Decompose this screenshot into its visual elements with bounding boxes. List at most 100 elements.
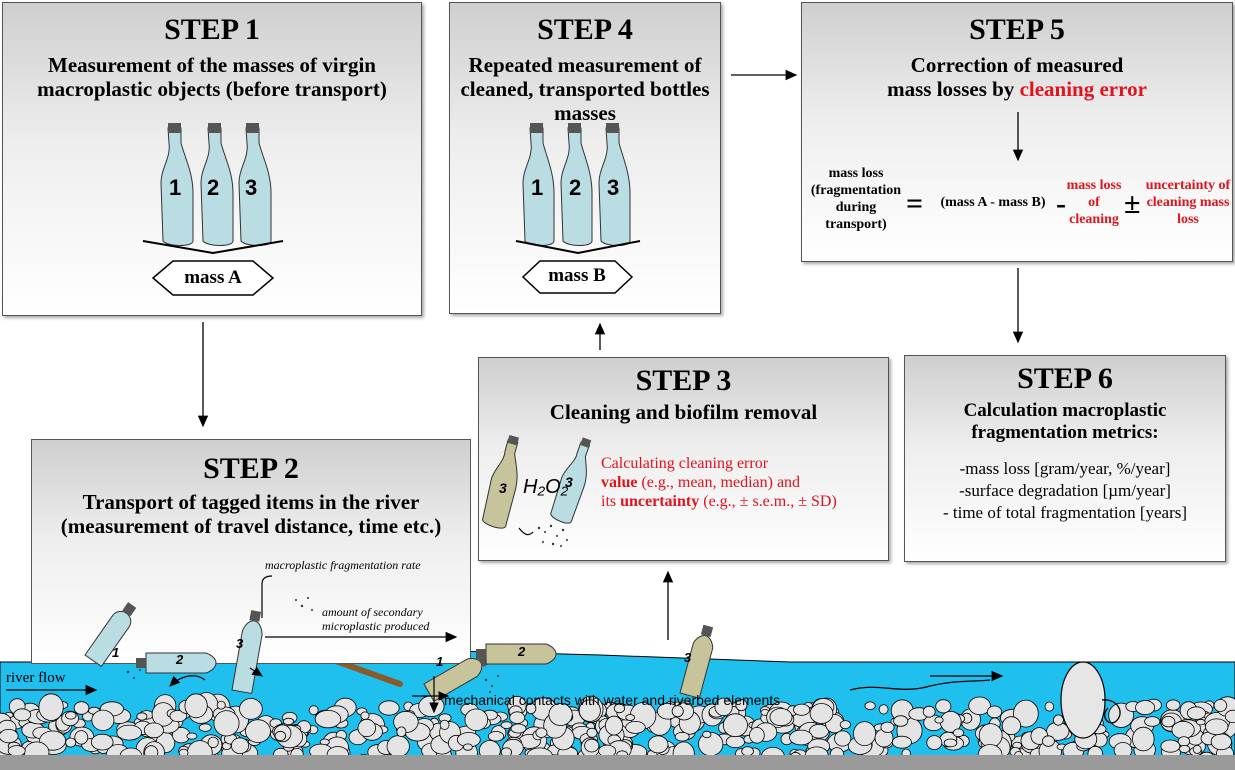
step5-title: STEP 5 (969, 13, 1065, 46)
step1-box: STEP 1 Measurement of the masses of virg… (2, 2, 422, 316)
step4-box: STEP 4 Repeated measurement of cleaned, … (449, 2, 721, 314)
riverbed-pebble (1044, 701, 1055, 712)
step1-title: STEP 1 (164, 13, 260, 46)
step4-bottles (515, 123, 641, 294)
bottle-number-1: 1 (169, 175, 182, 200)
riverbed-rocks (0, 692, 1235, 767)
step2-subtitle: Transport of tagged items in the river (… (32, 490, 470, 538)
riverbed-pebble (186, 732, 198, 740)
step4-subtitle: Repeated measurement of cleaned, transpo… (460, 53, 710, 125)
riverbed-pebble (613, 703, 626, 714)
riverbed-pebble (834, 730, 852, 747)
riverbed-pebble (184, 693, 208, 719)
riverbed-pebble (702, 730, 712, 739)
riverbed-pebble (207, 736, 219, 749)
riverbed-pebble (735, 699, 748, 712)
riverbed-pebble (378, 700, 400, 716)
riverbed-pebble (245, 719, 271, 743)
riverbed-pebble (213, 710, 240, 737)
river-bottle-icon (84, 602, 137, 668)
step3-value-bold: value (601, 474, 638, 491)
riverbed-pebble (674, 731, 690, 742)
riverbed-pebble (239, 698, 263, 720)
riverbed-pebble (647, 735, 669, 754)
riverbed-pebble (357, 718, 377, 738)
formula-uncertainty: uncertainty of cleaning mass loss (1145, 178, 1231, 227)
bottle-icon (160, 123, 194, 246)
riverbed-pebble (308, 705, 319, 716)
riverbed-ground (0, 755, 1235, 770)
riverbed-pebble (926, 735, 943, 750)
riverbed-pebble (548, 703, 573, 727)
metric-time-fragmentation: - time of total fragmentation [years] (942, 503, 1188, 522)
step2-title: STEP 2 (203, 452, 299, 485)
riverbed-pebble (878, 704, 889, 715)
riverbed-pebble (671, 705, 684, 718)
step3-uncertainty-bold: uncertainty (620, 493, 700, 510)
riverbed-pebble (893, 715, 909, 727)
step6-box: STEP 6 Calculation macroplastic fragment… (904, 355, 1226, 562)
river-bottle-number: 1 (112, 645, 120, 660)
riverbed-pebble (462, 743, 473, 751)
formula-minus: - (1056, 187, 1066, 220)
scale-base (521, 260, 634, 294)
step5-box: STEP 5 Correction of measured mass losse… (801, 2, 1233, 262)
bottle-number-3: 3 (245, 175, 258, 200)
riverbed-pebble (230, 737, 249, 754)
step2-box: STEP 2 Transport of tagged items in the … (31, 439, 471, 664)
scale-base (151, 260, 275, 296)
riverbed-pebble (952, 728, 965, 738)
riverbed-pebble (1132, 726, 1155, 752)
step3-text: Calculating cleaning error value (e.g., … (601, 454, 887, 511)
riverbed-pebble (91, 709, 115, 731)
step6-title: STEP 6 (1017, 362, 1113, 395)
riverbed-pebble (935, 699, 952, 714)
riverbed-pebble (1213, 699, 1228, 712)
riverbed-pebble (625, 714, 635, 721)
step5-subtitle: Correction of measured mass losses by cl… (802, 53, 1232, 101)
step5-subtitle-line1: Correction of measured (910, 53, 1124, 77)
riverbed-pebble (525, 702, 537, 715)
step6-metrics: -mass loss [gram/year, %/year] -surface … (915, 458, 1215, 524)
riverbed-pebble (880, 721, 895, 733)
step3-bottle-number: 3 (565, 474, 573, 490)
river-bottle-number: 1 (436, 654, 444, 669)
riverbed-pebble (1186, 706, 1206, 720)
riverbed-pebble (578, 699, 601, 722)
biofilm-bottle-icon (481, 435, 520, 529)
step3-box: STEP 3 Cleaning and biofilm removal 3 3 … (478, 357, 889, 561)
riverbed-pebble (116, 724, 142, 741)
riverbed-pebble (934, 716, 944, 724)
riverbed-pebble (769, 708, 793, 727)
riverbed-pebble (464, 708, 489, 732)
microplastic-particles (126, 597, 499, 693)
riverbed-pebble (922, 705, 936, 718)
step2-subtitle-line2: (measurement of travel distance, time et… (60, 514, 442, 538)
mass-b-label: mass B (548, 265, 606, 286)
riverbed-pebble (1224, 709, 1235, 723)
riverbed-pebble (864, 701, 876, 711)
bottle-number-2: 2 (569, 175, 582, 200)
step3-bottle-number: 3 (499, 480, 507, 496)
river-bottle-icon (136, 652, 217, 674)
river-flow-label: river flow (6, 670, 66, 686)
step5-subtitle-line2: mass losses by cleaning error (808, 77, 1226, 101)
step3-title: STEP 3 (635, 364, 732, 397)
mass-a-label: mass A (184, 267, 242, 288)
river-bottle-number: 2 (518, 644, 526, 659)
riverbed-pebble (584, 738, 600, 753)
scale-pan (515, 240, 641, 255)
formula-difference: (mass A - mass B) (940, 195, 1046, 210)
riverbed-pebble (789, 729, 813, 746)
step6-subtitle: Calculation macroplastic fragmentation m… (963, 400, 1167, 443)
riverbed-pebble (809, 703, 834, 724)
metric-surface-degradation: -surface degradation [µm/year] (959, 481, 1171, 500)
riverbed-pebble (1196, 718, 1206, 726)
bottle-icon (560, 123, 593, 246)
river-bottle-number: 3 (236, 636, 244, 651)
reagent-label: H₂O₂ (523, 476, 569, 498)
riverbed-pebble (136, 712, 148, 721)
riverbed-pebble (1192, 744, 1202, 754)
step5-subtitle-plain: mass losses by (887, 77, 1020, 101)
